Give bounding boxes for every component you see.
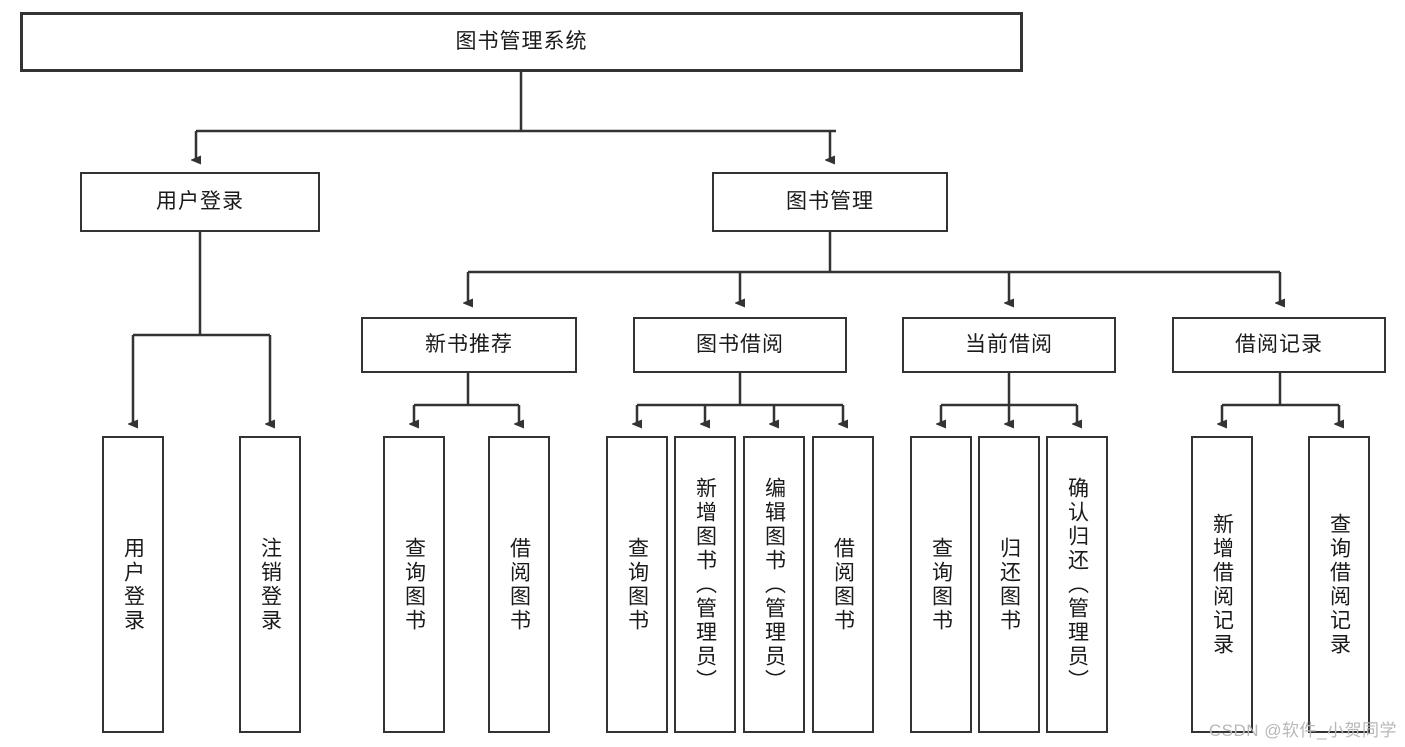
node-label: 注销登录	[258, 536, 282, 633]
leaf-logout-login[interactable]: 注销登录	[239, 436, 301, 733]
node-label: 图书管理系统	[455, 29, 588, 53]
node-label: 查询图书	[929, 536, 953, 633]
leaf-query-borrow-record[interactable]: 查询借阅记录	[1308, 436, 1370, 733]
node-label: 新增借阅记录	[1210, 512, 1234, 657]
node-user-login[interactable]: 用户登录	[80, 172, 320, 232]
node-book-management-system[interactable]: 图书管理系统	[20, 12, 1023, 72]
node-label: 借阅图书	[507, 536, 531, 633]
leaf-edit-book-admin[interactable]: 编辑图书（管理员）	[743, 436, 805, 733]
node-label: 借阅记录	[1235, 332, 1323, 356]
node-label: 归还图书	[997, 536, 1021, 633]
node-label: 查询图书	[625, 536, 649, 633]
node-current-borrow[interactable]: 当前借阅	[902, 317, 1116, 373]
node-book-management[interactable]: 图书管理	[712, 172, 948, 232]
node-label: 查询图书	[402, 536, 426, 633]
node-borrow-record[interactable]: 借阅记录	[1172, 317, 1386, 373]
node-label: 图书管理	[786, 189, 874, 213]
node-new-book-recommend[interactable]: 新书推荐	[361, 317, 577, 373]
leaf-query-book-recommend[interactable]: 查询图书	[383, 436, 445, 733]
node-label: 新书推荐	[425, 332, 513, 356]
node-label: 编辑图书（管理员）	[762, 476, 786, 693]
node-label: 用户登录	[121, 536, 145, 633]
node-label: 查询借阅记录	[1327, 512, 1351, 657]
leaf-query-book-current[interactable]: 查询图书	[910, 436, 972, 733]
node-label: 当前借阅	[965, 332, 1053, 356]
leaf-query-book-borrow[interactable]: 查询图书	[606, 436, 668, 733]
leaf-confirm-return-admin[interactable]: 确认归还（管理员）	[1046, 436, 1108, 733]
leaf-borrow-book-recommend[interactable]: 借阅图书	[488, 436, 550, 733]
node-label: 新增图书（管理员）	[693, 476, 717, 693]
node-label: 确认归还（管理员）	[1065, 476, 1089, 693]
node-label: 图书借阅	[696, 332, 784, 356]
leaf-add-borrow-record[interactable]: 新增借阅记录	[1191, 436, 1253, 733]
leaf-return-book[interactable]: 归还图书	[978, 436, 1040, 733]
node-label: 用户登录	[156, 189, 244, 213]
leaf-add-book-admin[interactable]: 新增图书（管理员）	[674, 436, 736, 733]
csdn-watermark: CSDN @软件_小贺同学	[1208, 721, 1397, 740]
leaf-borrow-book[interactable]: 借阅图书	[812, 436, 874, 733]
node-label: 借阅图书	[831, 536, 855, 633]
node-book-borrow[interactable]: 图书借阅	[633, 317, 847, 373]
leaf-user-login[interactable]: 用户登录	[102, 436, 164, 733]
